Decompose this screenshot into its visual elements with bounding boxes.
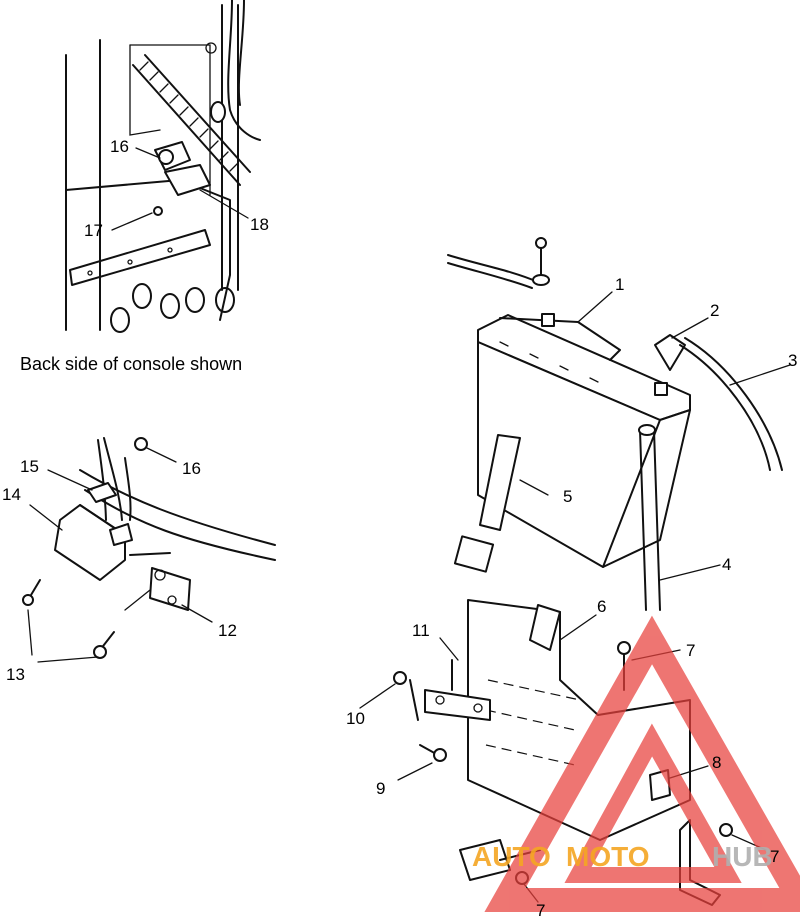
callout-4: 4 xyxy=(722,555,731,574)
callout-6: 6 xyxy=(597,597,606,616)
callout-1: 1 xyxy=(615,275,624,294)
callout-3: 3 xyxy=(788,351,797,370)
console-back-view xyxy=(65,0,261,333)
watermark-hub: HUB xyxy=(712,841,773,872)
callout-15: 15 xyxy=(20,457,39,476)
watermark-text: AUTO MOTO HUB xyxy=(472,841,773,872)
callout-18: 18 xyxy=(250,215,269,234)
callout-5: 5 xyxy=(563,487,572,506)
callout-16-bottom: 16 xyxy=(182,459,201,478)
watermark-logo xyxy=(484,615,800,912)
callout-16-top: 16 xyxy=(110,137,129,156)
callout-7-top: 7 xyxy=(686,641,695,660)
callout-9: 9 xyxy=(376,779,385,798)
callout-17: 17 xyxy=(84,221,103,240)
watermark-moto: MOTO xyxy=(566,841,649,872)
console-caption: Back side of console shown xyxy=(20,354,242,374)
callout-14: 14 xyxy=(2,485,21,504)
callout-8: 8 xyxy=(712,753,721,772)
callout-2: 2 xyxy=(710,301,719,320)
relay-assembly-view xyxy=(22,437,276,663)
callout-12: 12 xyxy=(218,621,237,640)
watermark-auto: AUTO xyxy=(472,841,551,872)
callout-13: 13 xyxy=(6,665,25,684)
callout-10: 10 xyxy=(346,709,365,728)
callout-7-right: 7 xyxy=(770,847,779,866)
callout-11: 11 xyxy=(412,621,430,640)
callout-7-bottom: 7 xyxy=(536,901,545,917)
